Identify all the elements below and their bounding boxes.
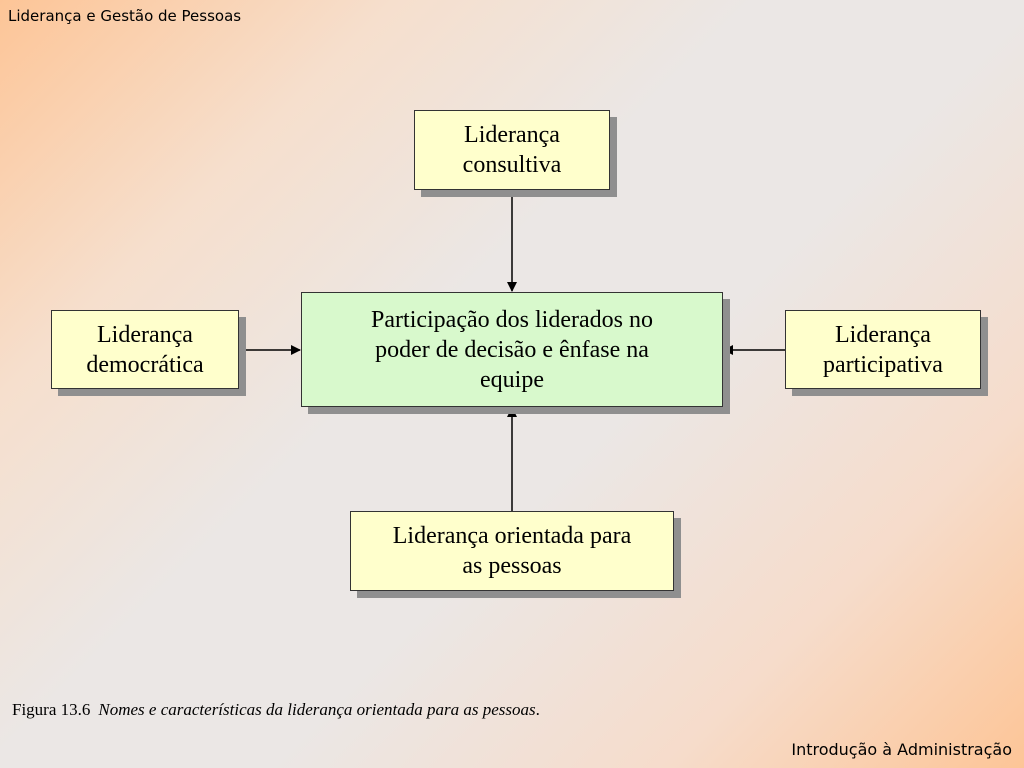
slide-footer-title: Introdução à Administração [791,740,1012,759]
figure-caption: Figura 13.6 Nomes e características da li… [12,700,540,720]
node-lideranca-consultiva: Liderança consultiva [414,110,610,190]
node-label-line: participativa [823,351,943,378]
node-label-line: Liderança orientada para [392,523,632,549]
caption-label: Figura 13.6 [12,700,91,719]
node-label-line: Liderança [97,321,193,348]
node-lideranca-democratica: Liderança democrática [51,310,239,389]
node-participacao-central: Participação dos liderados no poder de d… [301,292,723,407]
caption-text: Nomes e características da liderança ori… [98,700,536,719]
node-lideranca-participativa: Liderança participativa [785,310,981,389]
node-label-line: equipe [480,366,544,393]
node-label-line: Liderança [835,321,931,348]
node-lideranca-orientada-pessoas: Liderança orientada para as pessoas [350,511,674,591]
node-label-line: Participação dos liderados no [371,306,653,333]
node-label-line: as pessoas [462,553,562,579]
caption-punct: . [535,700,540,719]
node-label-line: democrática [86,351,204,378]
node-label-line: Liderança [464,122,560,148]
node-label-line: consultiva [462,152,562,178]
slide-header-title: Liderança e Gestão de Pessoas [8,7,242,25]
node-label-line: poder de decisão e ênfase na [375,336,649,363]
